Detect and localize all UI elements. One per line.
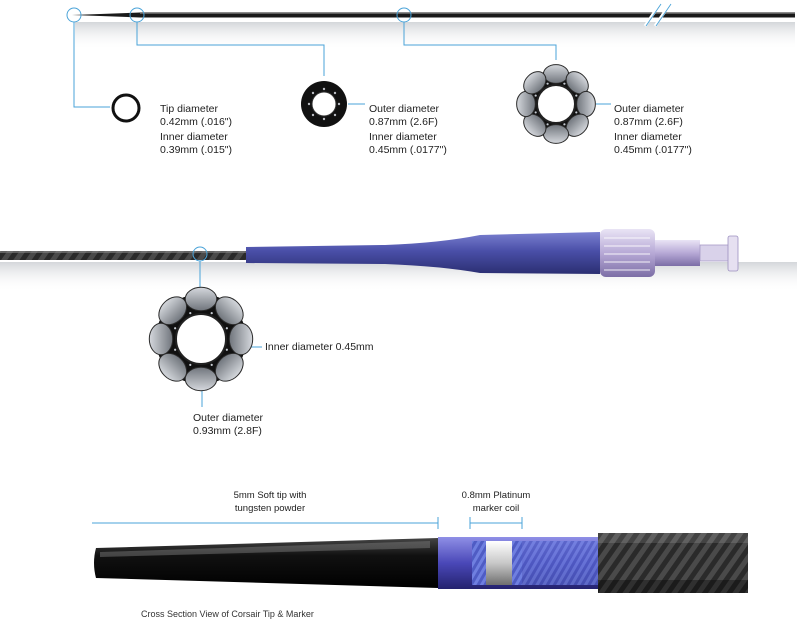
braid-segment	[214, 296, 244, 326]
braid-wire-dot	[210, 363, 213, 366]
braid-segment	[158, 296, 188, 326]
braid-segment	[184, 366, 218, 392]
marker-line1: 0.8mm Platinum	[461, 490, 531, 501]
tip-callout-label: Tip diameter 0.42mm (.016") Inner diamet…	[160, 103, 232, 157]
tip-leader	[73, 22, 110, 108]
braid-inner-title: Inner diameter	[614, 131, 682, 143]
shaft-inner-label: Inner diameter 0.45mm	[265, 341, 374, 353]
braid-outer-value: 0.87mm (2.6F)	[614, 116, 683, 128]
braid-wire-dot	[210, 312, 213, 315]
ring-lumen	[536, 84, 576, 124]
braid-segment	[523, 71, 547, 95]
tip-diameter-title: Tip diameter	[160, 103, 218, 115]
platinum-band	[486, 541, 512, 585]
braid-wire-dot	[174, 348, 177, 351]
shaft-outer-value: 0.93mm (2.8F)	[193, 425, 262, 437]
mid-cross-section	[301, 81, 347, 127]
braid-cross-section	[516, 64, 596, 144]
braid-wire-dot	[189, 312, 192, 315]
braid-segment	[214, 352, 244, 382]
braid-leader	[403, 22, 557, 60]
braided-section	[598, 533, 748, 593]
top-callout-lines	[66, 7, 611, 108]
middle-catheter	[0, 229, 797, 292]
shaft-outer-title: Outer diameter	[193, 412, 264, 424]
ring-lumen	[175, 313, 227, 365]
braid-outer-title: Outer diameter	[614, 103, 685, 115]
braid-wire-dot	[174, 327, 177, 330]
mid-outer-value: 0.87mm (2.6F)	[369, 116, 438, 128]
braid-wire-dot	[575, 111, 578, 114]
figure-caption: Cross Section View of Corsair Tip & Mark…	[141, 609, 314, 619]
braid-inner-value: 0.45mm (.0177")	[614, 144, 692, 156]
braid-segment	[228, 322, 254, 356]
soft-tip-label: 5mm Soft tip with tungsten powder	[200, 489, 340, 515]
mid-leader	[136, 22, 325, 76]
tip-diameter-value: 0.42mm (.016")	[160, 116, 233, 128]
tip-inner-value: 0.39mm (.015")	[160, 144, 233, 156]
soft-tip-line2: tungsten powder	[234, 503, 306, 514]
soft-tip-line1: 5mm Soft tip with	[233, 490, 307, 501]
marker-line2: marker coil	[472, 503, 520, 514]
break-mark	[643, 3, 662, 27]
braid-wire-dot	[546, 123, 549, 126]
braid-wire-dot	[546, 82, 549, 85]
mid-inner-title: Inner diameter	[369, 131, 437, 143]
mid-inner-value: 0.45mm (.0177")	[369, 144, 447, 156]
top-catheter	[72, 3, 795, 50]
top-shadow	[75, 22, 795, 50]
mid-outer-title: Outer diameter	[369, 103, 440, 115]
braid-callout-label: Outer diameter 0.87mm (2.6F) Inner diame…	[614, 103, 692, 157]
hub-grip	[600, 229, 655, 277]
luer-lock	[727, 235, 739, 272]
braid-wire-dot	[575, 94, 578, 97]
hub-connector	[655, 240, 700, 266]
tip-detail	[94, 533, 748, 593]
braid-segment	[184, 286, 218, 312]
blue-shaft	[246, 232, 600, 274]
tip-detail-dimensions	[92, 517, 523, 529]
shaft-outer-label: Outer diameter 0.93mm (2.8F)	[193, 412, 263, 438]
braid-wire-dot	[189, 363, 192, 366]
middle-shadow	[0, 262, 797, 292]
braid-segment	[542, 124, 570, 144]
braid-wire-dot	[563, 82, 566, 85]
braid-wire-dot	[225, 348, 228, 351]
tip-cross-section	[111, 93, 141, 123]
shaft-cross-section	[148, 286, 254, 392]
marker-label: 0.8mm Platinum marker coil	[450, 489, 542, 515]
tip-inner-title: Inner diameter	[160, 131, 228, 143]
braid-wire-dot	[534, 111, 537, 114]
braid-wire-dot	[563, 123, 566, 126]
mid-callout-label: Outer diameter 0.87mm (2.6F) Inner diame…	[369, 103, 447, 157]
braid-segment	[148, 322, 174, 356]
braided-shaft	[0, 251, 250, 260]
braid-wire-dot	[534, 94, 537, 97]
braid-segment	[516, 90, 536, 118]
braid-wire-dot	[225, 327, 228, 330]
braid-segment	[576, 90, 596, 118]
braid-segment	[158, 352, 188, 382]
braid-segment	[542, 64, 570, 84]
